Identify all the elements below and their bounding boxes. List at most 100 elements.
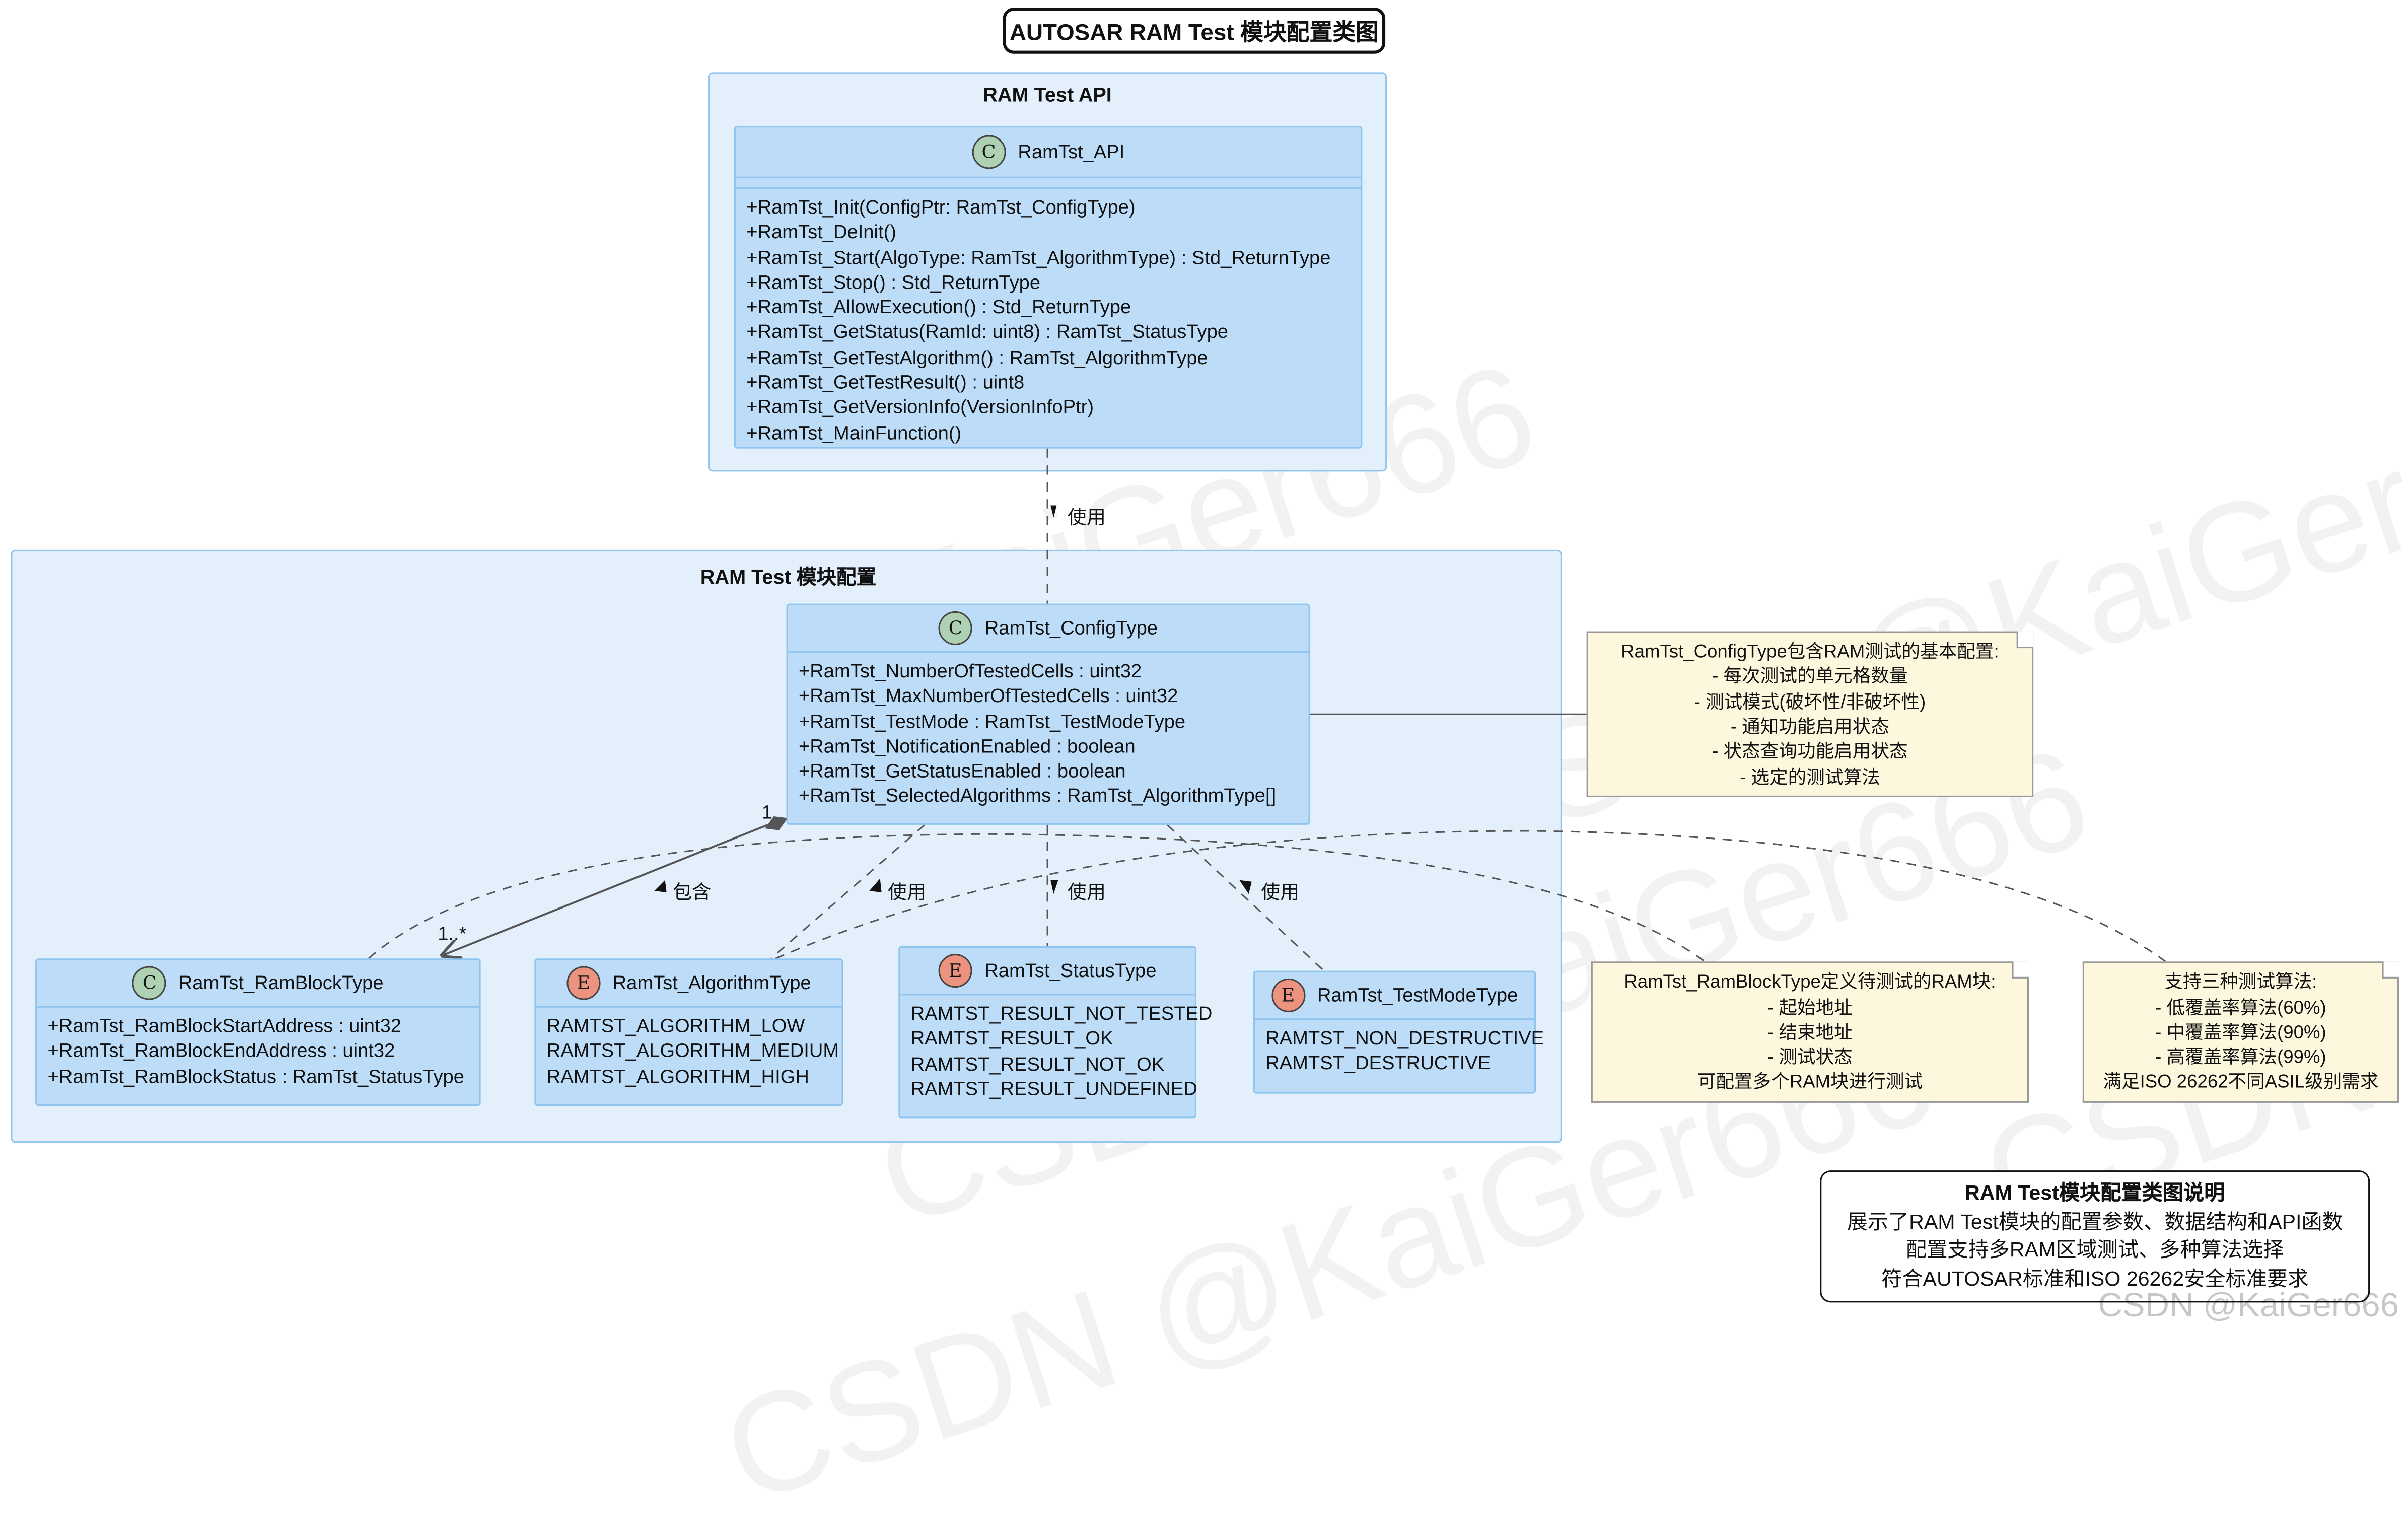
package-title: RAM Test 模块配置 xyxy=(700,565,877,589)
note-line: - 中覆盖率算法(90%) xyxy=(2155,1021,2326,1043)
note-line: - 测试模式(破坏性/非破坏性) xyxy=(1694,690,1926,713)
legend-line: 配置支持多RAM区域测试、多种算法选择 xyxy=(1906,1238,2284,1262)
class-member: +RamTst_NotificationEnabled : boolean xyxy=(799,735,1136,757)
dependency-config-algorithm xyxy=(770,824,926,959)
watermark-corner: CSDN @KaiGer666 xyxy=(2098,1285,2399,1324)
enum-value: RAMTST_RESULT_NOT_OK xyxy=(910,1053,1165,1075)
enum-badge-icon: E xyxy=(938,954,972,988)
note-line: - 起始地址 xyxy=(1767,996,1853,1018)
enum-value: RAMTST_RESULT_OK xyxy=(910,1028,1113,1050)
relation-label: 使用 xyxy=(1067,507,1106,529)
relation-label: 包含 xyxy=(672,881,712,903)
class-member: +RamTst_GetStatus(RamId: uint8) : RamTst… xyxy=(746,321,1228,343)
class-member: +RamTst_RamBlockStatus : RamTst_StatusTy… xyxy=(47,1065,465,1087)
note-line: - 选定的测试算法 xyxy=(1740,765,1880,788)
direction-arrow-icon xyxy=(1050,505,1057,518)
note-line: - 测试状态 xyxy=(1767,1046,1853,1068)
note-line: 支持三种测试算法: xyxy=(2164,971,2317,993)
class-badge-icon: C xyxy=(939,611,973,645)
relation-label: 使用 xyxy=(1261,881,1300,903)
note-ramblocktype: RamTst_RamBlockType定义待测试的RAM块: - 起始地址 - … xyxy=(1591,961,2029,1103)
class-name: RamTst_TestModeType xyxy=(1317,985,1518,1006)
note-line: RamTst_RamBlockType定义待测试的RAM块: xyxy=(1624,971,1996,993)
enum-value: RAMTST_ALGORITHM_MEDIUM xyxy=(546,1040,839,1062)
package-title: RAM Test API xyxy=(983,83,1112,106)
note-fold-icon xyxy=(2016,631,2034,649)
legend-line: 符合AUTOSAR标准和ISO 26262安全标准要求 xyxy=(1881,1266,2309,1290)
class-name: RamTst_API xyxy=(1018,141,1125,163)
direction-arrow-icon xyxy=(654,880,667,893)
note-algorithms: 支持三种测试算法: - 低覆盖率算法(60%) - 中覆盖率算法(90%) - … xyxy=(2082,961,2399,1103)
note-line: - 结束地址 xyxy=(1767,1021,1853,1043)
enum-values: RAMTST_RESULT_NOT_TESTED RAMTST_RESULT_O… xyxy=(900,995,1213,1107)
class-member: +RamTst_MainFunction() xyxy=(746,422,962,444)
class-member: +RamTst_RamBlockEndAddress : uint32 xyxy=(47,1040,395,1062)
class-badge-icon: C xyxy=(132,966,167,1000)
note-fold-icon xyxy=(2382,961,2399,979)
relation-label: 使用 xyxy=(887,881,927,903)
class-member: +RamTst_Start(AlgoType: RamTst_Algorithm… xyxy=(746,246,1331,268)
enum-value: RAMTST_ALGORITHM_HIGH xyxy=(546,1065,809,1087)
class-member: +RamTst_AllowExecution() : Std_ReturnTyp… xyxy=(746,297,1131,318)
note-link-algorithm xyxy=(775,830,2166,962)
class-ramtst-configtype: C RamTst_ConfigType +RamTst_NumberOfTest… xyxy=(786,603,1310,825)
note-line: - 每次测试的单元格数量 xyxy=(1712,665,1908,687)
class-name: RamTst_RamBlockType xyxy=(178,972,384,994)
class-members: +RamTst_NumberOfTestedCells : uint32 +Ra… xyxy=(788,653,1309,815)
relation-label: 使用 xyxy=(1067,881,1106,903)
note-line: - 低覆盖率算法(60%) xyxy=(2155,996,2326,1018)
class-member: +RamTst_Init(ConfigPtr: RamTst_ConfigTyp… xyxy=(746,196,1136,219)
class-member: +RamTst_GetTestResult() : uint8 xyxy=(746,372,1025,394)
multiplicity-target: 1..* xyxy=(438,923,467,945)
note-fold-icon xyxy=(2012,961,2029,979)
class-member: +RamTst_RamBlockStartAddress : uint32 xyxy=(47,1015,402,1037)
dependency-config-testmode xyxy=(1166,824,1325,971)
note-line: 满足ISO 26262不同ASIL级别需求 xyxy=(2103,1071,2379,1093)
legend-line: 展示了RAM Test模块的配置参数、数据结构和API函数 xyxy=(1847,1209,2343,1233)
class-member: +RamTst_DeInit() xyxy=(746,222,897,243)
note-line: 可配置多个RAM块进行测试 xyxy=(1697,1071,1923,1093)
note-configtype: RamTst_ConfigType包含RAM测试的基本配置: - 每次测试的单元… xyxy=(1586,631,2034,797)
class-member: +RamTst_GetVersionInfo(VersionInfoPtr) xyxy=(746,397,1094,418)
class-name: RamTst_AlgorithmType xyxy=(612,972,811,994)
class-member: +RamTst_NumberOfTestedCells : uint32 xyxy=(799,660,1142,682)
direction-arrow-icon xyxy=(869,878,882,893)
class-member: +RamTst_GetTestAlgorithm() : RamTst_Algo… xyxy=(746,346,1208,369)
enum-value: RAMTST_DESTRUCTIVE xyxy=(1265,1053,1491,1074)
enum-badge-icon: E xyxy=(1271,978,1305,1012)
class-member: +RamTst_Stop() : Std_ReturnType xyxy=(746,271,1041,294)
enum-ramtst-statustype: E RamTst_StatusType RAMTST_RESULT_NOT_TE… xyxy=(898,946,1213,1119)
enum-badge-icon: E xyxy=(566,966,601,1000)
enum-value: RAMTST_RESULT_UNDEFINED xyxy=(910,1078,1197,1100)
class-member: +RamTst_SelectedAlgorithms : RamTst_Algo… xyxy=(799,786,1277,807)
diagram-title: AUTOSAR RAM Test 模块配置类图 xyxy=(1003,8,1386,54)
class-badge-icon: C xyxy=(971,135,1006,169)
note-line: - 通知功能启用状态 xyxy=(1730,716,1890,737)
note-link-block xyxy=(368,833,1706,962)
class-ramtst-ramblocktype: C RamTst_RamBlockType +RamTst_RamBlockSt… xyxy=(35,958,481,1106)
note-line: - 状态查询功能启用状态 xyxy=(1712,741,1908,762)
enum-values: RAMTST_NON_DESTRUCTIVE RAMTST_DESTRUCTIV… xyxy=(1255,1020,1544,1082)
composition-config-block xyxy=(442,824,768,955)
direction-arrow-icon xyxy=(1239,880,1252,894)
legend-box: RAM Test模块配置类图说明 展示了RAM Test模块的配置参数、数据结构… xyxy=(1820,1170,2370,1303)
class-member: +RamTst_TestMode : RamTst_TestModeType xyxy=(799,710,1186,732)
class-members: +RamTst_Init(ConfigPtr: RamTst_ConfigTyp… xyxy=(736,189,1361,451)
class-name: RamTst_ConfigType xyxy=(984,617,1158,639)
note-line: - 高覆盖率算法(99%) xyxy=(2155,1046,2326,1068)
class-members: +RamTst_RamBlockStartAddress : uint32 +R… xyxy=(37,1008,479,1095)
composition-diamond xyxy=(765,816,788,830)
enum-values: RAMTST_ALGORITHM_LOW RAMTST_ALGORITHM_ME… xyxy=(536,1008,841,1095)
legend-title: RAM Test模块配置类图说明 xyxy=(1965,1181,2225,1205)
direction-arrow-icon xyxy=(1050,880,1058,894)
relations-layer xyxy=(368,448,2166,971)
class-name: RamTst_StatusType xyxy=(984,960,1157,982)
class-member: +RamTst_GetStatusEnabled : boolean xyxy=(799,760,1126,783)
class-ramtst-api: C RamTst_API +RamTst_Init(ConfigPtr: Ram… xyxy=(734,126,1363,451)
enum-value: RAMTST_RESULT_NOT_TESTED xyxy=(910,1003,1213,1025)
enum-ramtst-testmodetype: E RamTst_TestModeType RAMTST_NON_DESTRUC… xyxy=(1253,970,1544,1094)
enum-value: RAMTST_NON_DESTRUCTIVE xyxy=(1265,1027,1544,1050)
note-line: RamTst_ConfigType包含RAM测试的基本配置: xyxy=(1621,641,1999,662)
enum-value: RAMTST_ALGORITHM_LOW xyxy=(546,1015,805,1037)
multiplicity-source: 1 xyxy=(761,802,773,823)
